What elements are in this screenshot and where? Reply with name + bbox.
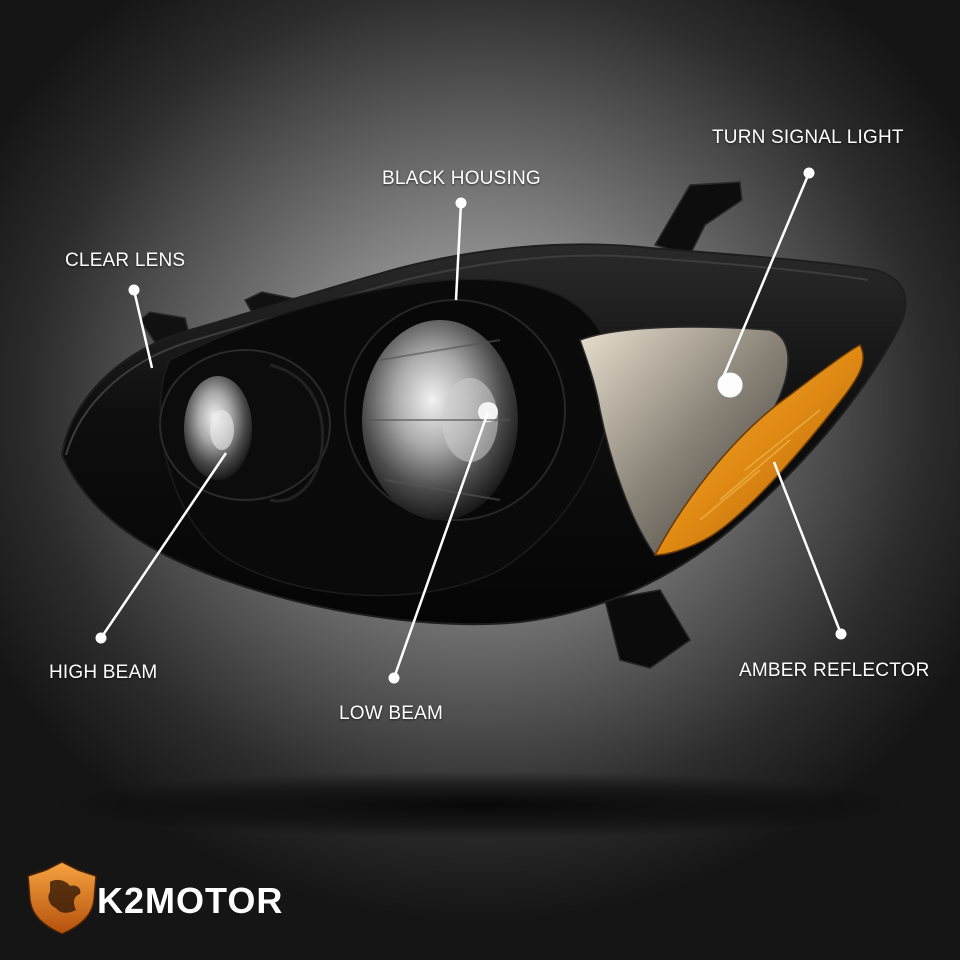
label-turn-signal-light: TURN SIGNAL LIGHT bbox=[712, 127, 904, 148]
label-clear-lens: CLEAR LENS bbox=[65, 250, 186, 271]
callout-dot-turn-signal bbox=[803, 167, 815, 179]
low-beam-projector bbox=[344, 299, 566, 521]
mounting-tab-bottom bbox=[604, 589, 692, 669]
callout-line-high-beam bbox=[99, 452, 228, 639]
callout-line-turn-signal bbox=[720, 172, 811, 381]
callout-line-low-beam bbox=[392, 411, 490, 679]
callout-dot-amber-reflector bbox=[835, 628, 847, 640]
floor-shadow bbox=[50, 771, 910, 839]
label-black-housing: BLACK HOUSING bbox=[382, 168, 541, 189]
callout-dot-high-beam bbox=[95, 632, 107, 644]
callout-line-clear-lens bbox=[132, 289, 154, 369]
housing-rim bbox=[65, 254, 869, 456]
callout-dots bbox=[95, 167, 847, 684]
griffin-icon bbox=[48, 879, 81, 913]
callout-dot-clear-lens bbox=[128, 284, 140, 296]
label-high-beam: HIGH BEAM bbox=[49, 662, 158, 683]
high-beam-projector bbox=[159, 349, 331, 503]
amber-reflector-lens bbox=[653, 344, 864, 556]
callout-dot-low-beam bbox=[388, 672, 400, 684]
callout-line-amber-reflector bbox=[772, 461, 843, 635]
callout-line-black-housing bbox=[454, 202, 463, 301]
label-low-beam: LOW BEAM bbox=[339, 703, 444, 724]
brand-wordmark: K2MOTOR bbox=[97, 880, 284, 921]
turn-signal-bulb bbox=[716, 371, 744, 399]
mounting-tab-top bbox=[653, 181, 743, 256]
brand-logo bbox=[27, 861, 97, 935]
label-amber-reflector: AMBER REFLECTOR bbox=[739, 660, 930, 681]
callout-dot-black-housing bbox=[455, 197, 467, 209]
callout-lines bbox=[99, 172, 843, 679]
